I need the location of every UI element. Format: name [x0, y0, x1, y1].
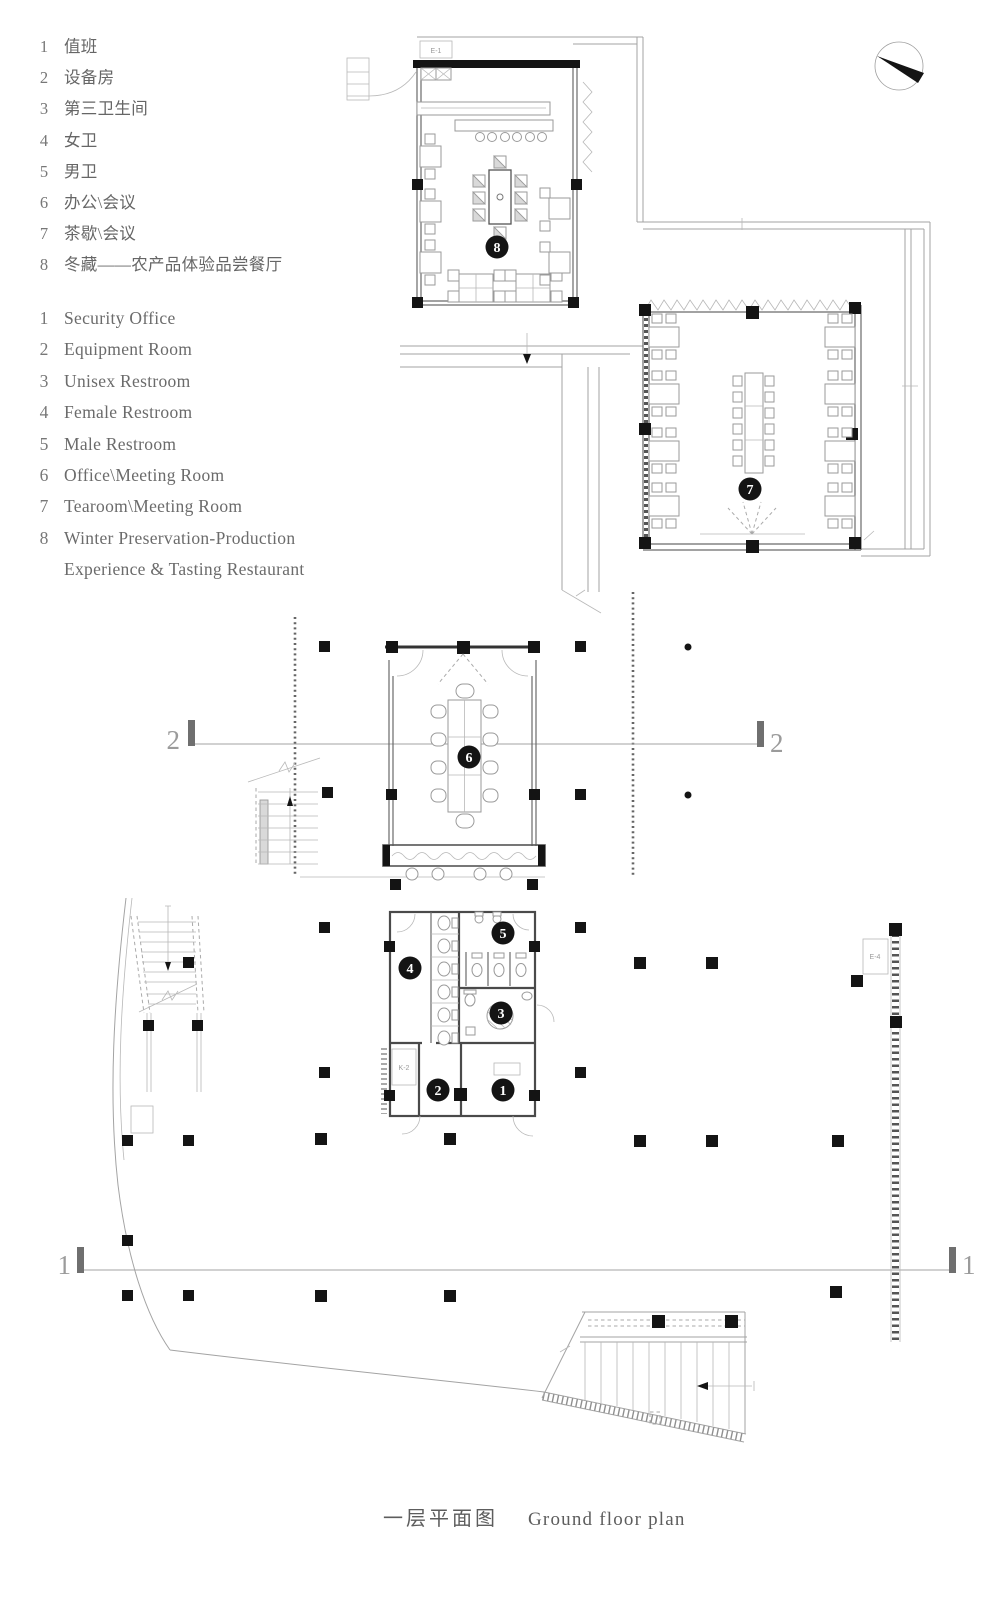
legend-label: Winter Preservation-Production — [64, 527, 296, 548]
male-restroom-fixtures — [465, 911, 527, 986]
porch — [382, 844, 546, 890]
building-office-meeting: 6 — [382, 641, 546, 890]
legend-label: 冬藏——农产品体验品尝餐厅 — [64, 255, 283, 275]
legend-row: 7 Tearoom\Meeting Room — [36, 496, 305, 527]
room-badge-5: 5 — [500, 927, 507, 942]
tag-e4: E-4 — [870, 954, 881, 961]
legend-row: 2 设备房 — [36, 64, 282, 95]
legend-number: 4 — [39, 402, 49, 423]
legend-number: 6 — [39, 464, 49, 485]
legend-number: 2 — [39, 339, 49, 360]
legend-number: 6 — [39, 192, 49, 212]
legend-row: 5 Male Restroom — [36, 434, 305, 465]
legend-number: 7 — [39, 496, 49, 517]
legend-label: Experience & Tasting Restaurant — [64, 559, 305, 580]
legend-label: Unisex Restroom — [64, 370, 191, 391]
legend-row: 6 办公\会议 — [36, 189, 282, 220]
legend-row: 7 茶歇\会议 — [36, 220, 282, 251]
north-arrow-icon — [874, 41, 924, 91]
equipment-tags: E-4 — [130, 938, 889, 1134]
legend-label: Female Restroom — [64, 402, 193, 423]
legend-number: 4 — [39, 130, 49, 150]
building-restaurant: E-1 8 — [412, 40, 593, 308]
legend-label: 茶歇\会议 — [64, 224, 137, 244]
legend-label: Office\Meeting Room — [64, 464, 225, 485]
section-1-label-right: 1 — [962, 1250, 976, 1280]
legend-row: 1 Security Office — [36, 308, 305, 339]
legend-label: 设备房 — [64, 68, 115, 88]
east-fence — [889, 923, 902, 1342]
legend-row: 8 冬藏——农产品体验品尝餐厅 — [36, 251, 282, 282]
legend-number: 5 — [39, 433, 49, 454]
site-paths — [293, 36, 931, 878]
room-badge-1: 1 — [500, 1084, 507, 1099]
legend-label: 第三卫生间 — [64, 99, 148, 119]
female-restroom-fixtures — [437, 915, 459, 1046]
legend-row: 4 Female Restroom — [36, 402, 305, 433]
column-grid — [122, 641, 863, 1302]
site-boundary — [112, 897, 747, 1443]
room-badge-7: 7 — [747, 483, 754, 498]
legend-number: 3 — [39, 99, 49, 119]
legend-number: 8 — [39, 255, 49, 275]
room-badge-4: 4 — [407, 962, 414, 977]
legend-label: Equipment Room — [64, 339, 193, 360]
tearoom-central-table — [732, 372, 775, 474]
legend-label: 女卫 — [64, 130, 98, 150]
legend-number: 7 — [39, 224, 49, 244]
legend-label: 男卫 — [64, 161, 98, 181]
section-2-label-right: 2 — [770, 728, 784, 758]
table-chairs — [472, 154, 529, 240]
legend-row: 3 Unisex Restroom — [36, 371, 305, 402]
meeting-chairs — [430, 683, 499, 829]
legend-row: 2 Equipment Room — [36, 339, 305, 370]
legend-label: Male Restroom — [64, 433, 177, 454]
section-2-label-left: 2 — [167, 725, 181, 755]
drawing-title-english: Ground floor plan — [528, 1509, 686, 1530]
tearoom-left-tables — [648, 313, 680, 529]
tag-k2: K-2 — [399, 1065, 410, 1072]
security-desk — [493, 1062, 521, 1076]
legend-number: 1 — [39, 308, 49, 328]
legend-english: 1 Security Office 2 Equipment Room 3 Unisex… — [36, 308, 305, 591]
room-badge-6: 6 — [466, 751, 473, 766]
ramp-southeast — [541, 1311, 755, 1434]
legend-row: 1 值班 — [36, 33, 282, 64]
section-line-1: 1 1 — [58, 1247, 976, 1280]
section-line-2: 2 2 — [167, 720, 784, 758]
legend-row: 6 Office\Meeting Room — [36, 465, 305, 496]
stairs-side — [247, 757, 321, 866]
legend-row: 5 男卫 — [36, 158, 282, 189]
legend-row: 4 女卫 — [36, 127, 282, 158]
room-badge-3: 3 — [498, 1007, 505, 1022]
room-badge-8: 8 — [494, 241, 501, 256]
room-badge-2: 2 — [435, 1084, 442, 1099]
drawing-title-chinese: 一层平面图 — [383, 1508, 498, 1530]
building-tearoom: 7 — [639, 299, 862, 553]
legend-number: 5 — [39, 161, 49, 181]
legend-label: 值班 — [64, 37, 98, 56]
legend-number: 1 — [39, 37, 49, 56]
legend-label: Security Office — [64, 308, 176, 328]
legend-label: Tearoom\Meeting Room — [64, 496, 243, 517]
stairs-west — [130, 905, 205, 1092]
legend-number: 3 — [39, 370, 49, 391]
legend-row: 3 第三卫生间 — [36, 95, 282, 126]
tag-e1: E-1 — [431, 48, 442, 55]
legend-number: 2 — [39, 68, 49, 88]
legend-row-continuation: Experience & Tasting Restaurant — [36, 559, 305, 590]
legend-row: 8 Winter Preservation-Production — [36, 528, 305, 559]
tearoom-right-tables — [824, 313, 856, 529]
side-tables — [419, 133, 571, 286]
legend-label: 办公\会议 — [64, 192, 137, 212]
legend-number: 8 — [39, 527, 49, 548]
building-services: K-2 5 4 3 2 1 — [381, 910, 555, 1137]
section-1-label-left: 1 — [58, 1250, 72, 1280]
drawing-title: 一层平面图 Ground floor plan — [383, 1502, 686, 1531]
